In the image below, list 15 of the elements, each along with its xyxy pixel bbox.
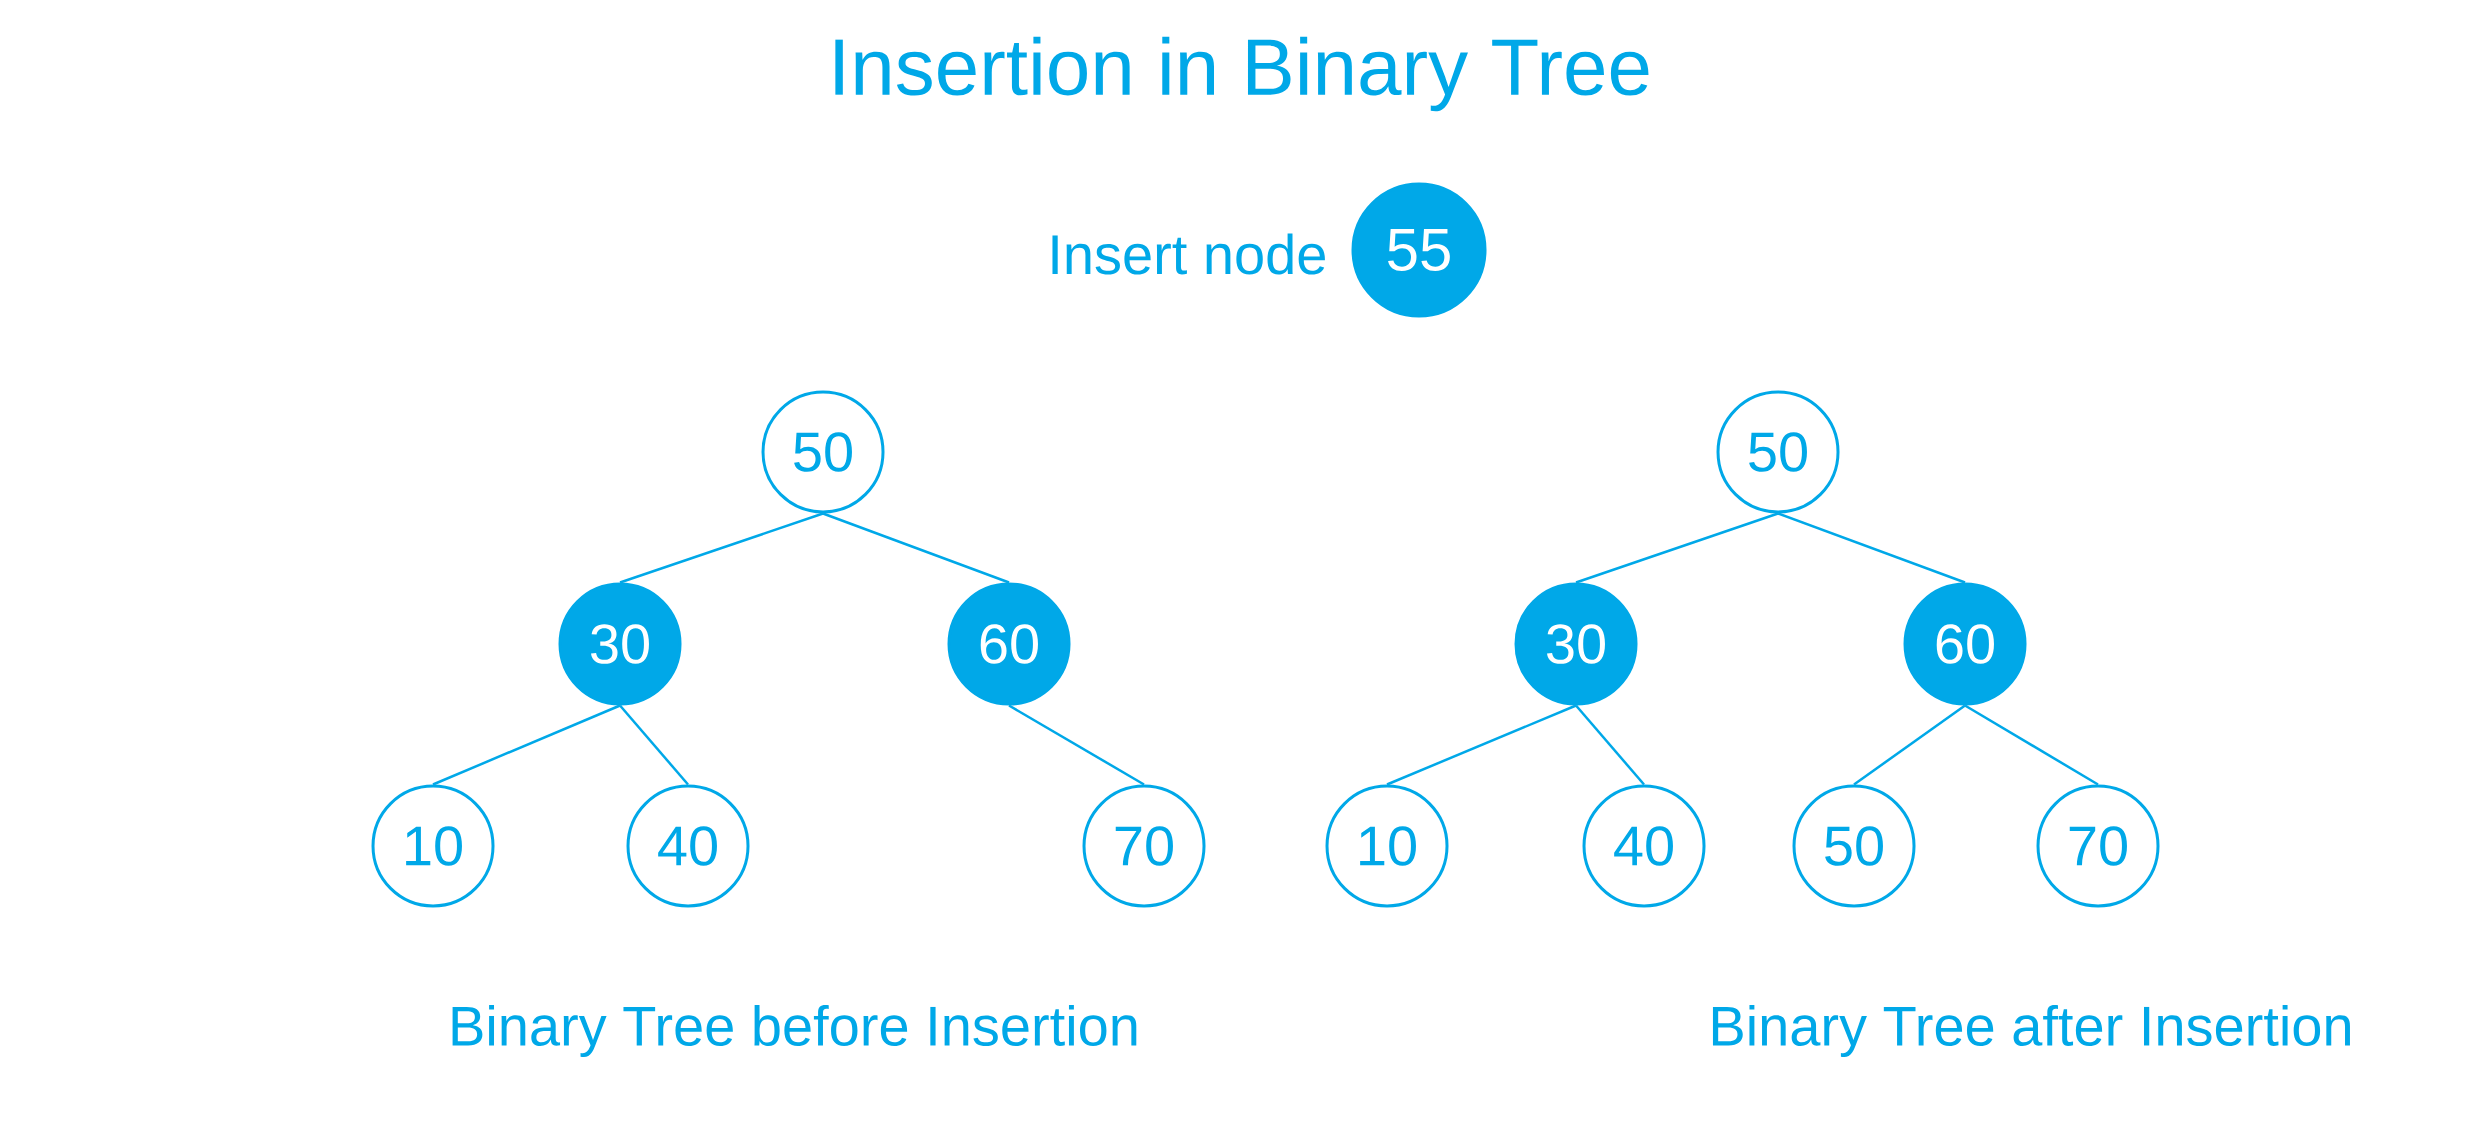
tree-edge <box>1386 704 1577 786</box>
tree-edge <box>1575 704 1645 786</box>
tree-edge <box>1777 512 1966 584</box>
tree-edge <box>619 704 689 786</box>
tree-edge <box>1964 704 2099 786</box>
tree-edge <box>432 704 621 786</box>
title: Insertion in Binary Tree <box>835 36 1649 112</box>
tree-caption: Binary Tree after Insertion <box>1712 1004 2350 1058</box>
tree-edge <box>1575 512 1779 584</box>
tree-edge <box>822 512 1010 584</box>
insert-label: Insert node <box>1052 233 1325 275</box>
tree-edge <box>1853 704 1966 786</box>
tree-edge <box>619 512 824 584</box>
tree-edge <box>1008 704 1145 786</box>
tree-caption: Binary Tree before Insertion <box>452 1004 1137 1058</box>
